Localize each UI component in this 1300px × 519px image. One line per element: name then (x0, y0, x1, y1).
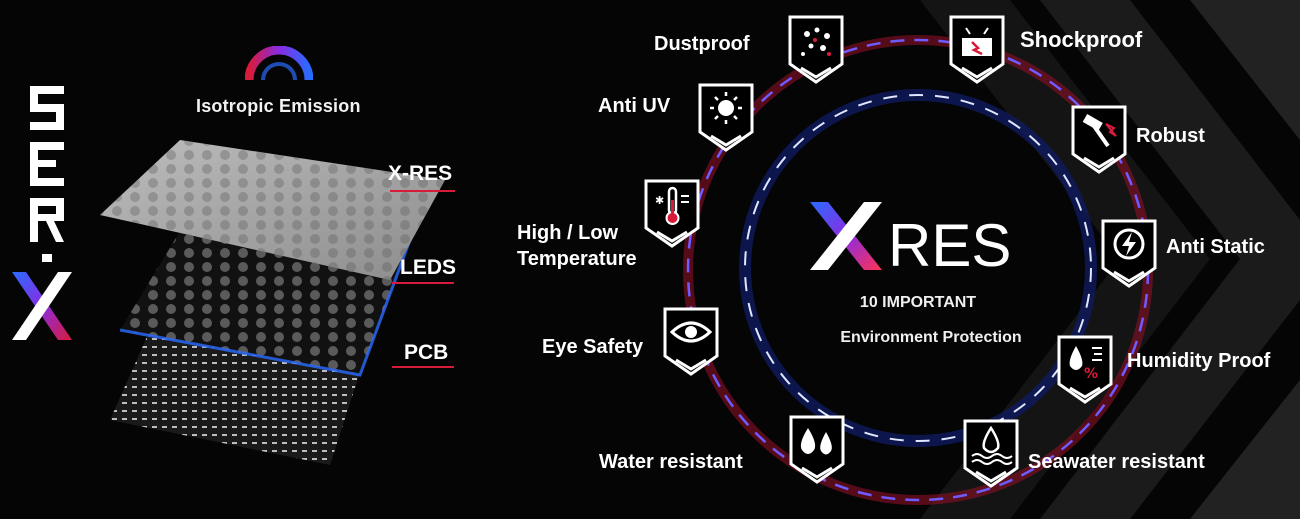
svg-text:✱: ✱ (655, 194, 664, 207)
feature-label-dustproof: Dustproof (654, 33, 750, 55)
feature-label-humidity-proof: Humidity Proof (1127, 350, 1271, 372)
layer-label-xres: X-RES (388, 162, 453, 185)
water-drops-icon (789, 415, 845, 484)
feature-label-water-resistant: Water resistant (599, 451, 743, 473)
center-subtitle-line2: Environment Protection (840, 329, 1022, 346)
dust-icon (788, 15, 844, 84)
layer-label-pcb: PCB (404, 341, 449, 364)
seawater-icon (963, 419, 1019, 488)
thermometer-icon: ✱ (644, 179, 700, 248)
svg-text:%: % (1084, 366, 1098, 382)
emission-arc-icon (245, 46, 313, 81)
center-subtitle-line1: 10 IMPORTANT (859, 294, 977, 311)
hammer-icon (1071, 105, 1127, 174)
feature-label-anti-uv: Anti UV (598, 95, 671, 117)
shock-icon (949, 15, 1005, 84)
feature-label-robust: Robust (1136, 125, 1205, 147)
lightning-icon (1101, 219, 1157, 288)
emission-label: Isotropic Emission (196, 96, 361, 116)
feature-label-anti-static: Anti Static (1166, 236, 1265, 258)
feature-label-shockproof: Shockproof (1020, 27, 1143, 52)
svg-text:RES: RES (888, 212, 1011, 272)
feature-label-high-low: High / Low (517, 222, 619, 244)
feature-label-seawater-resistant: Seawater resistant (1028, 451, 1205, 473)
eye-icon (663, 307, 719, 376)
feature-label-temperature: Temperature (517, 248, 637, 270)
vertical-xres-logo (12, 86, 72, 340)
layer-label-leds: LEDS (400, 256, 457, 279)
layer-line-xres (390, 190, 455, 192)
layer-stack-illustration (100, 140, 445, 465)
layer-line-leds (392, 282, 454, 284)
humidity-icon: % (1057, 335, 1113, 404)
feature-label-eye-safety: Eye Safety (542, 336, 644, 358)
center-xres-logo: RES (810, 202, 1011, 272)
layer-line-pcb (392, 366, 454, 368)
sun-icon (698, 83, 754, 152)
